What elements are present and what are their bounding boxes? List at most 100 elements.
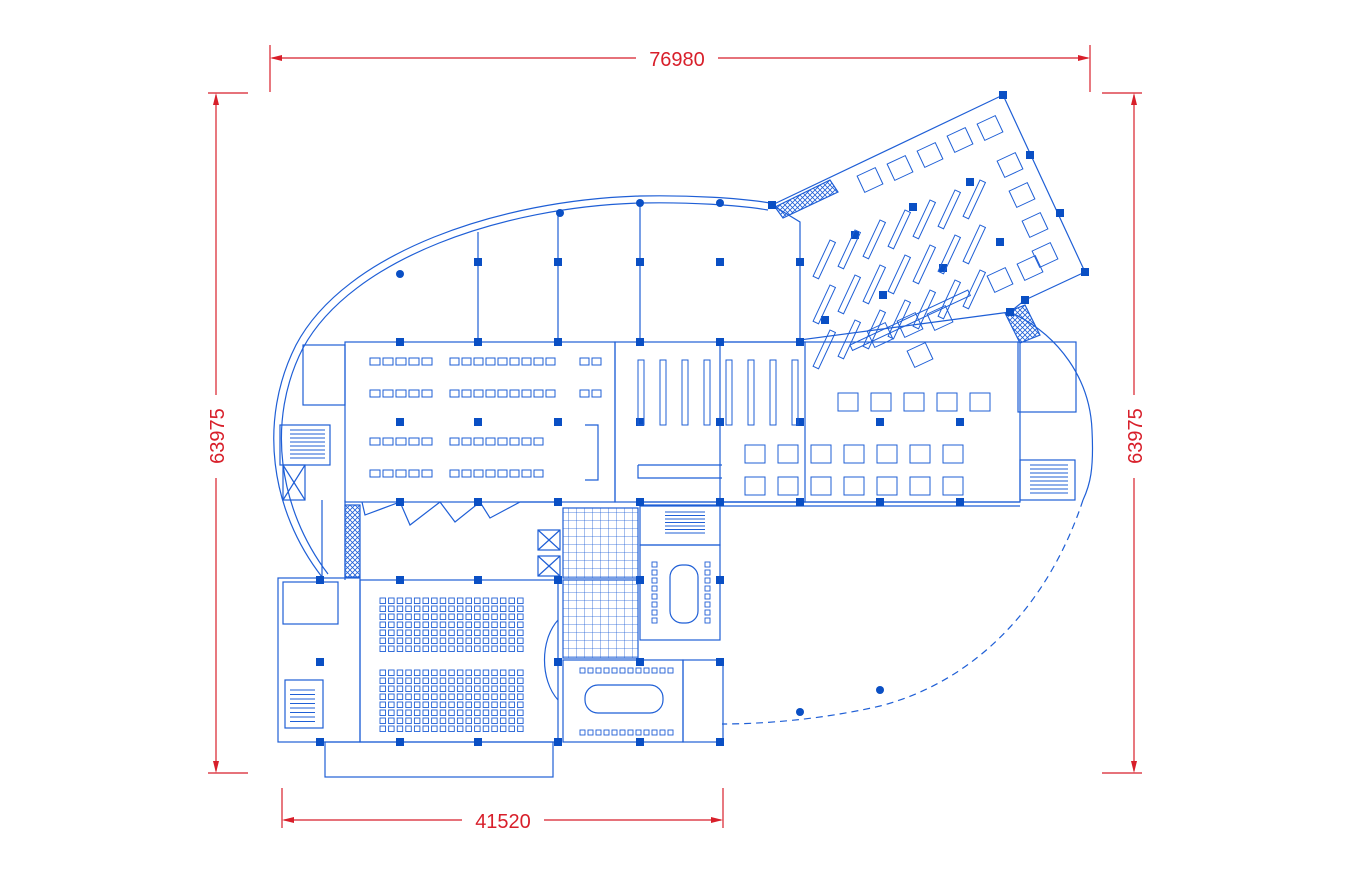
auditorium-seat-icon xyxy=(482,621,490,628)
auditorium-seat-icon xyxy=(482,701,490,708)
auditorium-seat-icon xyxy=(422,669,429,676)
auditorium-seat-icon xyxy=(413,709,421,716)
round-column-icon xyxy=(396,270,404,278)
auditorium-seat-icon xyxy=(413,629,421,636)
book-stack-icon xyxy=(887,299,912,340)
auditorium-seat-icon xyxy=(396,693,404,700)
auditorium-seat-icon xyxy=(456,717,464,724)
auditorium-seat-icon xyxy=(448,685,455,692)
reading-table-icon xyxy=(903,392,925,412)
column-icon xyxy=(474,738,482,746)
desk-cluster-icon xyxy=(886,154,914,182)
desk-icon xyxy=(408,437,420,446)
auditorium-seat-icon xyxy=(474,677,481,684)
column-icon xyxy=(716,576,724,584)
desk-icon xyxy=(421,389,433,398)
auditorium-seat-icon xyxy=(431,685,438,692)
desk-icon xyxy=(408,469,420,478)
auditorium-seat-icon xyxy=(439,685,447,692)
auditorium-seat-icon xyxy=(499,677,507,684)
reading-table-icon xyxy=(876,476,898,496)
auditorium-seat-icon xyxy=(508,717,515,724)
auditorium-seat-icon xyxy=(388,717,395,724)
book-stack-icon xyxy=(812,284,837,325)
auditorium-seat-icon xyxy=(508,637,515,644)
chair-icon xyxy=(651,577,658,584)
book-stack-icon xyxy=(937,234,962,275)
column-icon xyxy=(474,258,482,266)
auditorium-seat-icon xyxy=(413,605,421,612)
auditorium-seat-icon xyxy=(388,669,395,676)
auditorium-seat-icon xyxy=(491,597,498,604)
auditorium-seat-icon xyxy=(388,709,395,716)
book-stack-icon xyxy=(887,254,912,295)
reading-table-icon xyxy=(810,476,832,496)
auditorium-seat-icon xyxy=(474,725,481,732)
desk-icon xyxy=(533,357,544,366)
meeting-room-north xyxy=(639,544,721,641)
desk-cluster-icon xyxy=(866,321,894,349)
auditorium-seat-icon xyxy=(422,629,429,636)
desk-icon xyxy=(521,437,532,446)
elevator-cross-2 xyxy=(282,464,306,501)
desk-icon xyxy=(395,469,407,478)
auditorium-seat-icon xyxy=(422,613,429,620)
auditorium-seat-icon xyxy=(379,685,386,692)
auditorium-seat-icon xyxy=(508,701,515,708)
reading-table-icon xyxy=(870,392,892,412)
desk-groups xyxy=(369,114,1059,496)
column-icon xyxy=(1021,296,1029,304)
chair-icon xyxy=(651,585,658,592)
auditorium-seat-icon xyxy=(413,693,421,700)
auditorium-seat-icon xyxy=(413,701,421,708)
desk-cluster-icon xyxy=(1016,254,1044,282)
desk-icon xyxy=(521,469,532,478)
lobby-north xyxy=(562,507,639,579)
auditorium-seat-icon xyxy=(405,669,412,676)
auditorium-seat-icon xyxy=(517,637,524,644)
auditorium-seat-icon xyxy=(405,685,412,692)
auditorium-seat-icon xyxy=(517,613,524,620)
auditorium-seat-icon xyxy=(422,605,429,612)
auditorium-seat-icon xyxy=(491,637,498,644)
auditorium-seat-icon xyxy=(474,637,481,644)
column-icon xyxy=(876,498,884,506)
auditorium-seat-icon xyxy=(456,693,464,700)
auditorium-seat-icon xyxy=(508,621,515,628)
auditorium-seat-icon xyxy=(431,637,438,644)
chair-icon xyxy=(704,561,711,568)
desk-icon xyxy=(369,389,381,398)
lift-1 xyxy=(537,529,561,551)
auditorium-seat-icon xyxy=(482,717,490,724)
desk-icon xyxy=(497,469,508,478)
auditorium-seat-icon xyxy=(431,645,438,652)
west-restroom xyxy=(302,344,346,406)
desk-icon xyxy=(591,389,602,398)
auditorium-seat-icon xyxy=(465,685,472,692)
column-icon xyxy=(396,498,404,506)
chair-icon xyxy=(704,585,711,592)
east-restroom xyxy=(1017,341,1077,413)
auditorium-seat-icon xyxy=(517,685,524,692)
auditorium-seat-icon xyxy=(413,637,421,644)
auditorium-seat-icon xyxy=(456,725,464,732)
auditorium-seat-icon xyxy=(465,637,472,644)
auditorium-seat-icon xyxy=(482,597,490,604)
auditorium-seat-icon xyxy=(439,597,447,604)
auditorium-seat-icon xyxy=(474,717,481,724)
column-icon xyxy=(796,258,804,266)
desk-icon xyxy=(509,469,520,478)
auditorium-seat-icon xyxy=(456,645,464,652)
auditorium-seat-icon xyxy=(439,629,447,636)
column-icon xyxy=(636,576,644,584)
chair-icon xyxy=(603,667,610,674)
chair-icon xyxy=(619,729,626,736)
auditorium-seat-icon xyxy=(491,605,498,612)
chair-icon xyxy=(587,667,594,674)
auditorium-seat-icon xyxy=(396,605,404,612)
auditorium-seat-icon xyxy=(456,685,464,692)
desk-icon xyxy=(485,357,496,366)
auditorium-seat-icon xyxy=(422,637,429,644)
